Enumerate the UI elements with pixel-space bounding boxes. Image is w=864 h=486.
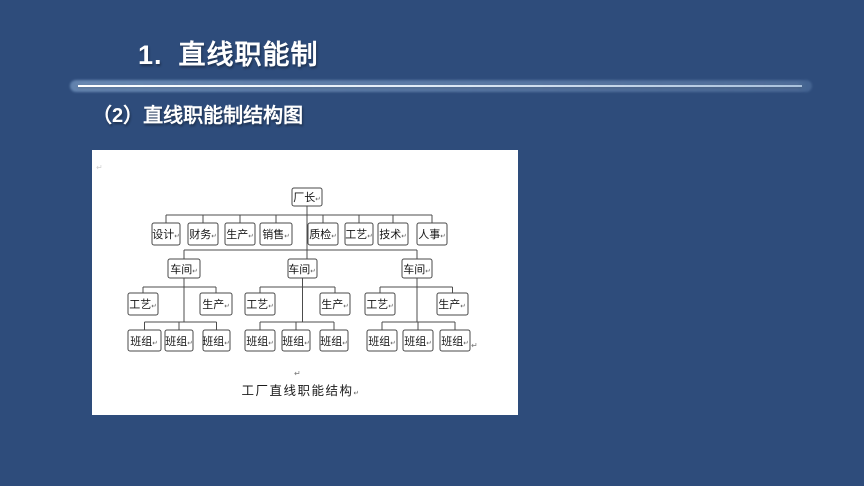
- chart-caption: 工厂直线职能结构↵: [242, 383, 361, 398]
- box-workshop-right-production: 生产↵: [436, 292, 469, 316]
- svg-text:销售↵: 销售↵: [262, 227, 289, 241]
- embedded-document-image: 厂长↵ 设计↵ 财务↵ 生产↵ 销售↵ 质检↵ 工艺↵ 技术↵: [92, 150, 518, 415]
- svg-text:工艺↵: 工艺↵: [246, 298, 273, 311]
- box-dept-design: 设计↵: [151, 222, 181, 246]
- svg-text:生产↵: 生产↵: [438, 297, 465, 311]
- svg-text:班组↵: 班组↵: [441, 334, 468, 348]
- svg-text:车间↵: 车间↵: [170, 262, 197, 276]
- box-team-left-2: 班组↵: [164, 329, 194, 352]
- svg-text:工艺↵: 工艺↵: [366, 298, 393, 311]
- svg-text:质检↵: 质检↵: [309, 227, 336, 241]
- box-dept-hr: 人事↵: [416, 222, 448, 246]
- box-factory-director: 厂长↵: [291, 187, 323, 207]
- box-workshop-mid-process: 工艺↵: [244, 292, 276, 316]
- slide-subtitle: （2）直线职能制结构图: [92, 105, 304, 127]
- svg-text:生产↵: 生产↵: [226, 227, 253, 241]
- box-workshop-left: 车间↵: [167, 258, 201, 279]
- box-dept-technology: 技术↵: [377, 222, 409, 246]
- box-team-right-1: 班组↵: [366, 329, 398, 352]
- svg-text:技术↵: 技术↵: [379, 228, 406, 241]
- slide-title-text: 直线职能制: [178, 40, 319, 70]
- connector-workshop-mid: [259, 278, 336, 330]
- svg-text:班组↵: 班组↵: [404, 334, 431, 348]
- paragraph-mark: ↵: [96, 163, 103, 172]
- box-workshop-left-production: 生产↵: [199, 292, 233, 316]
- svg-text:财务↵: 财务↵: [189, 227, 216, 241]
- box-dept-sales: 销售↵: [259, 222, 293, 246]
- box-team-right-3: 班组↵: [439, 329, 471, 352]
- box-team-left-1: 班组↵: [127, 329, 162, 352]
- box-workshop-right-process: 工艺↵: [364, 292, 396, 316]
- box-dept-production: 生产↵: [224, 222, 256, 246]
- box-workshop-mid: 车间↵: [287, 258, 318, 279]
- org-chart: 厂长↵ 设计↵ 财务↵ 生产↵ 销售↵ 质检↵ 工艺↵ 技术↵: [96, 163, 478, 398]
- box-workshop-mid-production: 生产↵: [319, 292, 351, 316]
- svg-text:班组↵: 班组↵: [282, 334, 309, 348]
- svg-text:车间↵: 车间↵: [288, 262, 315, 276]
- slide-title-number: 1.: [138, 40, 163, 70]
- connector-root-and-dept-bus: [165, 206, 433, 259]
- paragraph-mark: ↵: [294, 369, 301, 378]
- title-divider-line: [78, 85, 802, 87]
- svg-text:工艺↵: 工艺↵: [129, 298, 156, 311]
- box-team-right-2: 班组↵: [402, 329, 434, 352]
- box-team-mid-1: 班组↵: [244, 329, 276, 352]
- svg-text:班组↵: 班组↵: [202, 334, 229, 348]
- box-dept-process: 工艺↵: [344, 222, 374, 246]
- box-dept-quality: 质检↵: [307, 222, 339, 246]
- svg-text:生产↵: 生产↵: [202, 297, 229, 311]
- slide-title: 1. 直线职能制: [138, 33, 319, 72]
- svg-text:人事↵: 人事↵: [418, 228, 445, 241]
- box-team-left-3: 班组↵: [202, 329, 231, 352]
- svg-text:厂长↵: 厂长↵: [293, 191, 320, 204]
- connector-workshop-left: [142, 278, 217, 330]
- svg-text:生产↵: 生产↵: [321, 297, 348, 311]
- svg-text:班组↵: 班组↵: [246, 334, 273, 348]
- svg-text:设计↵: 设计↵: [152, 228, 179, 241]
- svg-text:班组↵: 班组↵: [368, 334, 395, 348]
- svg-text:工艺↵: 工艺↵: [345, 228, 372, 241]
- svg-text:车间↵: 车间↵: [403, 262, 430, 276]
- svg-text:班组↵: 班组↵: [165, 334, 192, 348]
- box-team-mid-3: 班组↵: [319, 329, 349, 352]
- paragraph-mark: ↵: [471, 341, 478, 350]
- box-workshop-left-process: 工艺↵: [127, 292, 159, 316]
- box-dept-finance: 财务↵: [187, 222, 219, 246]
- connector-workshop-right: [379, 278, 456, 330]
- svg-text:班组↵: 班组↵: [320, 334, 347, 348]
- box-workshop-right: 车间↵: [401, 258, 433, 279]
- svg-text:班组↵: 班组↵: [130, 334, 157, 348]
- box-team-mid-2: 班组↵: [281, 329, 311, 352]
